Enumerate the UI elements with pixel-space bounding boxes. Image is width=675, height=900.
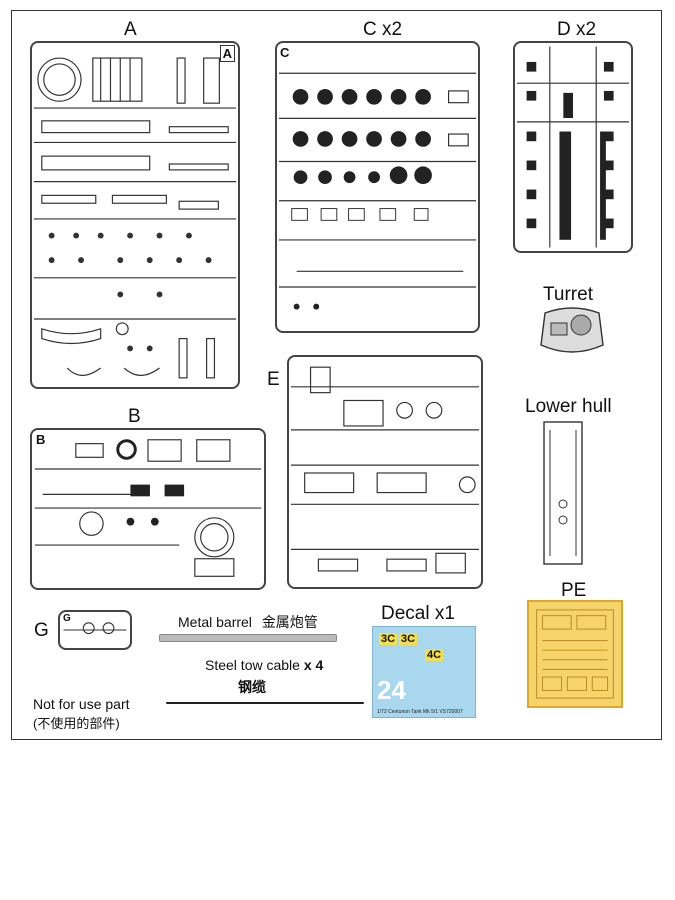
turret-part <box>539 305 605 357</box>
pe-fret-parts <box>536 609 614 699</box>
sprue-c: C <box>275 41 480 333</box>
tow-cable-qty: x 4 <box>303 657 324 673</box>
pe-fret <box>527 600 623 708</box>
sprue-b-parts <box>34 439 262 577</box>
sprue-a-parts <box>33 57 237 379</box>
tow-cable-en: Steel tow cable <box>205 657 300 673</box>
decal-label: Decal x1 <box>381 603 455 624</box>
sprue-e-label: E <box>267 369 280 390</box>
sprue-g: G <box>58 610 132 650</box>
not-for-use-cn: (不使用的部件) <box>33 716 120 731</box>
decal-mark-3: 4C <box>425 649 444 661</box>
sprue-d <box>513 41 633 253</box>
sprue-e <box>287 355 483 589</box>
sprue-g-label: G <box>34 620 49 641</box>
sprue-b-tag: B <box>36 432 46 447</box>
metal-barrel-en: Metal barrel <box>178 614 252 630</box>
sprue-g-parts <box>63 622 127 635</box>
tow-cable-cn: 钢缆 <box>238 679 266 695</box>
decal-mark-1: 3C <box>379 633 398 645</box>
pe-label: PE <box>561 580 587 601</box>
metal-barrel-part <box>159 634 337 642</box>
sprue-g-tag: G <box>63 613 71 624</box>
metal-barrel-label: Metal barrel 金属炮管 <box>178 612 318 632</box>
sprue-c-parts <box>278 72 477 310</box>
decal-mark-4: 24 <box>377 675 406 705</box>
turret-label: Turret <box>543 284 593 305</box>
metal-barrel-cn: 金属炮管 <box>261 614 318 630</box>
sprue-a-label: A <box>124 19 137 40</box>
sprue-b: B <box>30 428 266 590</box>
lower-hull-label: Lower hull <box>525 396 612 417</box>
sprue-e-parts <box>290 366 480 574</box>
not-for-use-en: Not for use part <box>33 696 130 712</box>
tow-cable-label: Steel tow cable x 4 <box>205 657 323 673</box>
sprue-b-label: B <box>128 406 141 427</box>
sprue-a-tag: A <box>219 45 235 62</box>
instruction-frame <box>11 10 662 740</box>
decal-mark-2: 3C <box>399 633 418 645</box>
sprue-c-tag: C <box>280 45 290 60</box>
sprue-d-parts <box>516 46 630 248</box>
lower-hull-part <box>540 420 586 566</box>
sprue-d-label: D x2 <box>557 19 597 40</box>
sprue-c-label: C x2 <box>363 19 403 40</box>
decal-caption: 1/72 Centurion Tank Mk 5/1 VS720007 <box>377 709 463 715</box>
decal-sheet: 3C 3C 4C 24 1/72 Centurion Tank Mk 5/1 V… <box>372 626 476 718</box>
tow-cable-part <box>166 702 364 704</box>
sprue-a: A <box>30 41 240 389</box>
